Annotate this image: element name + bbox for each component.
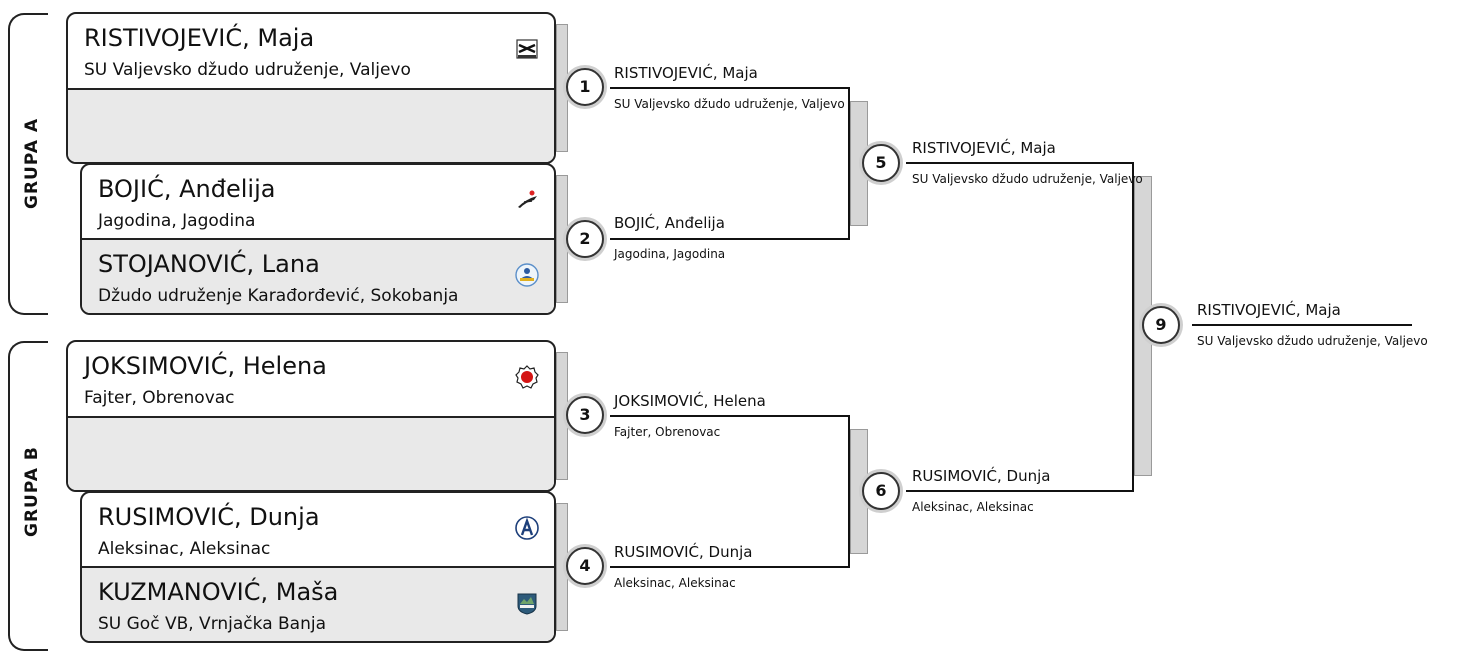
- sokobanja-club-logo-icon: [515, 263, 539, 287]
- athlete-name: KUZMANOVIĆ, Maša: [98, 578, 339, 606]
- athlete-name: RUSIMOVIĆ, Dunja: [98, 503, 320, 531]
- entry-slot[interactable]: STOJANOVIĆ, Lana Džudo udruženje Karađor…: [82, 240, 554, 313]
- athlete-name: RISTIVOJEVIĆ, Maja: [84, 24, 315, 52]
- final-winner-club: SU Valjevsko džudo udruženje, Valjevo: [1197, 334, 1428, 348]
- match-number-badge[interactable]: 2: [566, 220, 604, 258]
- athlete-name: STOJANOVIĆ, Lana: [98, 250, 320, 278]
- athlete-club: SU Goč VB, Vrnjačka Banja: [98, 614, 327, 634]
- bracket-line: [610, 566, 850, 568]
- athlete-club: SU Valjevsko džudo udruženje, Valjevo: [84, 60, 411, 80]
- bracket-line: [610, 415, 850, 417]
- group-a-bracket: [8, 13, 48, 315]
- bracket-line: [848, 87, 850, 240]
- match-winner-name: BOJIĆ, Anđelija: [614, 214, 725, 232]
- entry-slot[interactable]: RISTIVOJEVIĆ, Maja SU Valjevsko džudo ud…: [68, 14, 554, 90]
- athlete-name: JOKSIMOVIĆ, Helena: [84, 352, 327, 380]
- aleksinac-club-logo-icon: [515, 516, 539, 540]
- athlete-club: Fajter, Obrenovac: [84, 388, 235, 408]
- bracket-line: [906, 490, 1134, 492]
- match-number-badge[interactable]: 4: [566, 547, 604, 585]
- bracket-line: [1192, 324, 1412, 326]
- match-winner-club: Aleksinac, Aleksinac: [912, 500, 1034, 514]
- match-winner-name: RUSIMOVIĆ, Dunja: [912, 467, 1051, 485]
- valjevo-club-logo-icon: [516, 39, 538, 59]
- entry-slot[interactable]: BOJIĆ, Anđelija Jagodina, Jagodina: [82, 165, 554, 240]
- group-b-bracket: [8, 341, 48, 651]
- goc-club-logo-icon: [517, 593, 537, 615]
- match-winner-name: JOKSIMOVIĆ, Helena: [614, 392, 766, 410]
- match-winner-club: SU Valjevsko džudo udruženje, Valjevo: [614, 97, 845, 111]
- match-number-badge[interactable]: 9: [1142, 306, 1180, 344]
- match-winner-name: RISTIVOJEVIĆ, Maja: [912, 139, 1056, 157]
- match-winner-club: Aleksinac, Aleksinac: [614, 576, 736, 590]
- match-winner-club: Fajter, Obrenovac: [614, 425, 721, 439]
- entry-slot[interactable]: KUZMANOVIĆ, Maša SU Goč VB, Vrnjačka Ban…: [82, 568, 554, 641]
- athlete-club: Aleksinac, Aleksinac: [98, 539, 271, 559]
- entry-slot[interactable]: RUSIMOVIĆ, Dunja Aleksinac, Aleksinac: [82, 493, 554, 568]
- bracket-line: [610, 87, 850, 89]
- fajter-club-logo-icon: [515, 365, 539, 389]
- bracket-line: [610, 238, 850, 240]
- bracket-line: [1132, 162, 1134, 492]
- group-a-label: GRUPA A: [22, 118, 42, 209]
- bracket-line: [848, 415, 850, 568]
- bracket-line: [906, 162, 1134, 164]
- athlete-club: Džudo udruženje Karađorđević, Sokobanja: [98, 286, 459, 306]
- match-winner-name: RISTIVOJEVIĆ, Maja: [614, 64, 758, 82]
- match-winner-club: Jagodina, Jagodina: [614, 247, 726, 261]
- pairing-box-3: JOKSIMOVIĆ, Helena Fajter, Obrenovac: [66, 340, 556, 492]
- match-number-badge[interactable]: 1: [566, 68, 604, 106]
- athlete-name: BOJIĆ, Anđelija: [98, 175, 276, 203]
- athlete-club: Jagodina, Jagodina: [98, 211, 256, 231]
- match-winner-club: SU Valjevsko džudo udruženje, Valjevo: [912, 172, 1143, 186]
- match-winner-name: RUSIMOVIĆ, Dunja: [614, 543, 753, 561]
- bye-slot: [68, 90, 554, 162]
- match-number-badge[interactable]: 3: [566, 396, 604, 434]
- group-b-label: GRUPA B: [22, 446, 42, 537]
- jagodina-club-logo-icon: [518, 190, 537, 208]
- entry-slot[interactable]: JOKSIMOVIĆ, Helena Fajter, Obrenovac: [68, 342, 554, 418]
- match-number-badge[interactable]: 5: [862, 144, 900, 182]
- pairing-box-4: RUSIMOVIĆ, Dunja Aleksinac, Aleksinac KU…: [80, 491, 556, 643]
- bye-slot: [68, 418, 554, 490]
- pairing-box-1: RISTIVOJEVIĆ, Maja SU Valjevsko džudo ud…: [66, 12, 556, 164]
- pairing-box-2: BOJIĆ, Anđelija Jagodina, Jagodina STOJA…: [80, 163, 556, 315]
- final-winner-name: RISTIVOJEVIĆ, Maja: [1197, 301, 1341, 319]
- match-number-badge[interactable]: 6: [862, 472, 900, 510]
